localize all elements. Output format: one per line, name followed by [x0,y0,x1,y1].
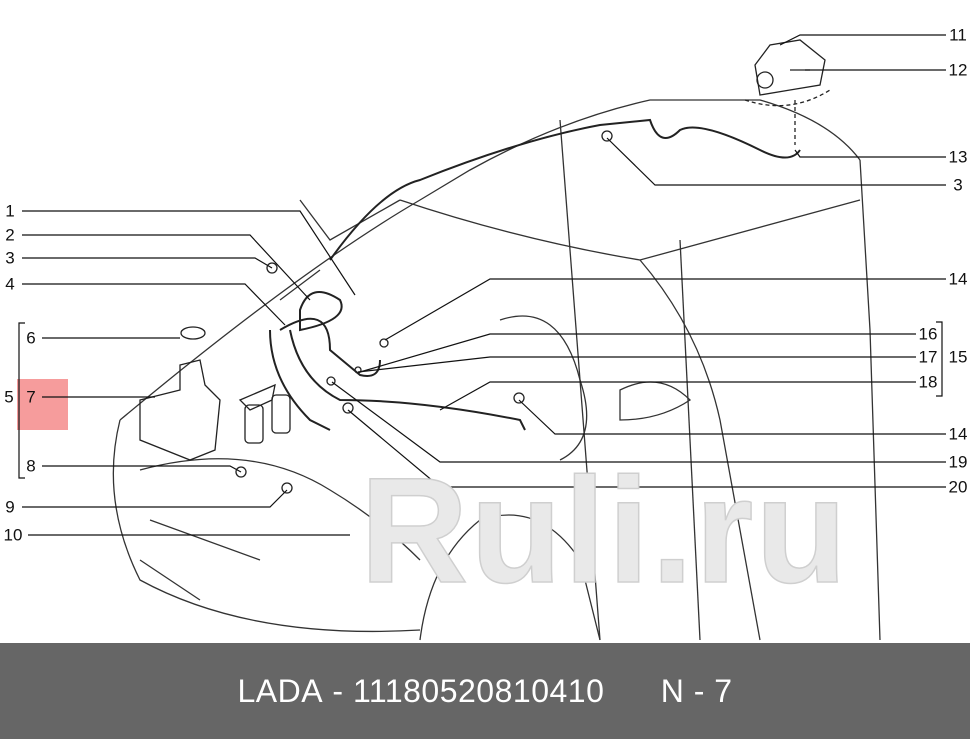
callout-17: 17 [918,347,938,367]
footer-separator: - [323,672,353,709]
leader-line-2 [22,234,311,301]
callout-1: 1 [5,201,15,221]
callout-11: 11 [949,25,967,45]
footer-brand: LADA [237,672,324,709]
washer-reservoir [139,326,291,461]
footer-part-number: 11180520810410 [352,672,605,709]
nozzle-11-12 [744,39,831,145]
callout-20: 20 [948,477,968,497]
leader-line-4 [22,283,286,326]
highlight-callout-7 [17,379,68,430]
callout-14: 14 [948,269,968,289]
leader-line-19 [331,381,946,463]
callout-13: 13 [948,147,968,167]
leader-line-13 [794,149,946,158]
callout-7: 7 [26,387,36,407]
leader-line-16 [359,333,916,373]
callout-10: 10 [3,525,23,545]
callout-4: 4 [5,274,15,294]
leader-line-11 [779,34,946,46]
callout-18: 18 [918,372,938,392]
leader-line-1 [22,210,356,296]
car-outline [112,99,881,641]
footer-position: N - 7 [660,672,733,709]
bracket-5 [18,322,25,479]
callout-3: 3 [5,248,15,268]
footer-gap [604,673,660,710]
callout-3: 3 [953,175,963,195]
callout-2: 2 [5,225,15,245]
small-parts [235,130,613,494]
hoses [269,118,801,431]
callout-8: 8 [26,456,36,476]
leader-line-14 [384,278,946,341]
leader-line-3 [606,137,946,186]
callout-5: 5 [4,387,14,407]
car-washer-drawing [18,34,946,641]
callout-19: 19 [948,452,968,472]
leader-line-3 [22,257,273,269]
callout-16: 16 [918,324,938,344]
leader-line-8 [42,465,242,473]
callout-15: 15 [948,347,968,367]
callout-6: 6 [26,328,36,348]
leader-line-18 [439,381,916,411]
leader-lines [22,34,946,536]
leader-line-17 [357,356,916,373]
callout-12: 12 [948,60,968,80]
callout-14: 14 [948,424,968,444]
leader-line-14 [518,399,946,435]
leader-line-9 [22,489,288,508]
bracket-15 [936,321,943,397]
callout-9: 9 [5,497,15,517]
leader-line-20 [347,409,946,488]
footer-caption: LADA - 11180520810410 N - 7 [0,643,970,739]
